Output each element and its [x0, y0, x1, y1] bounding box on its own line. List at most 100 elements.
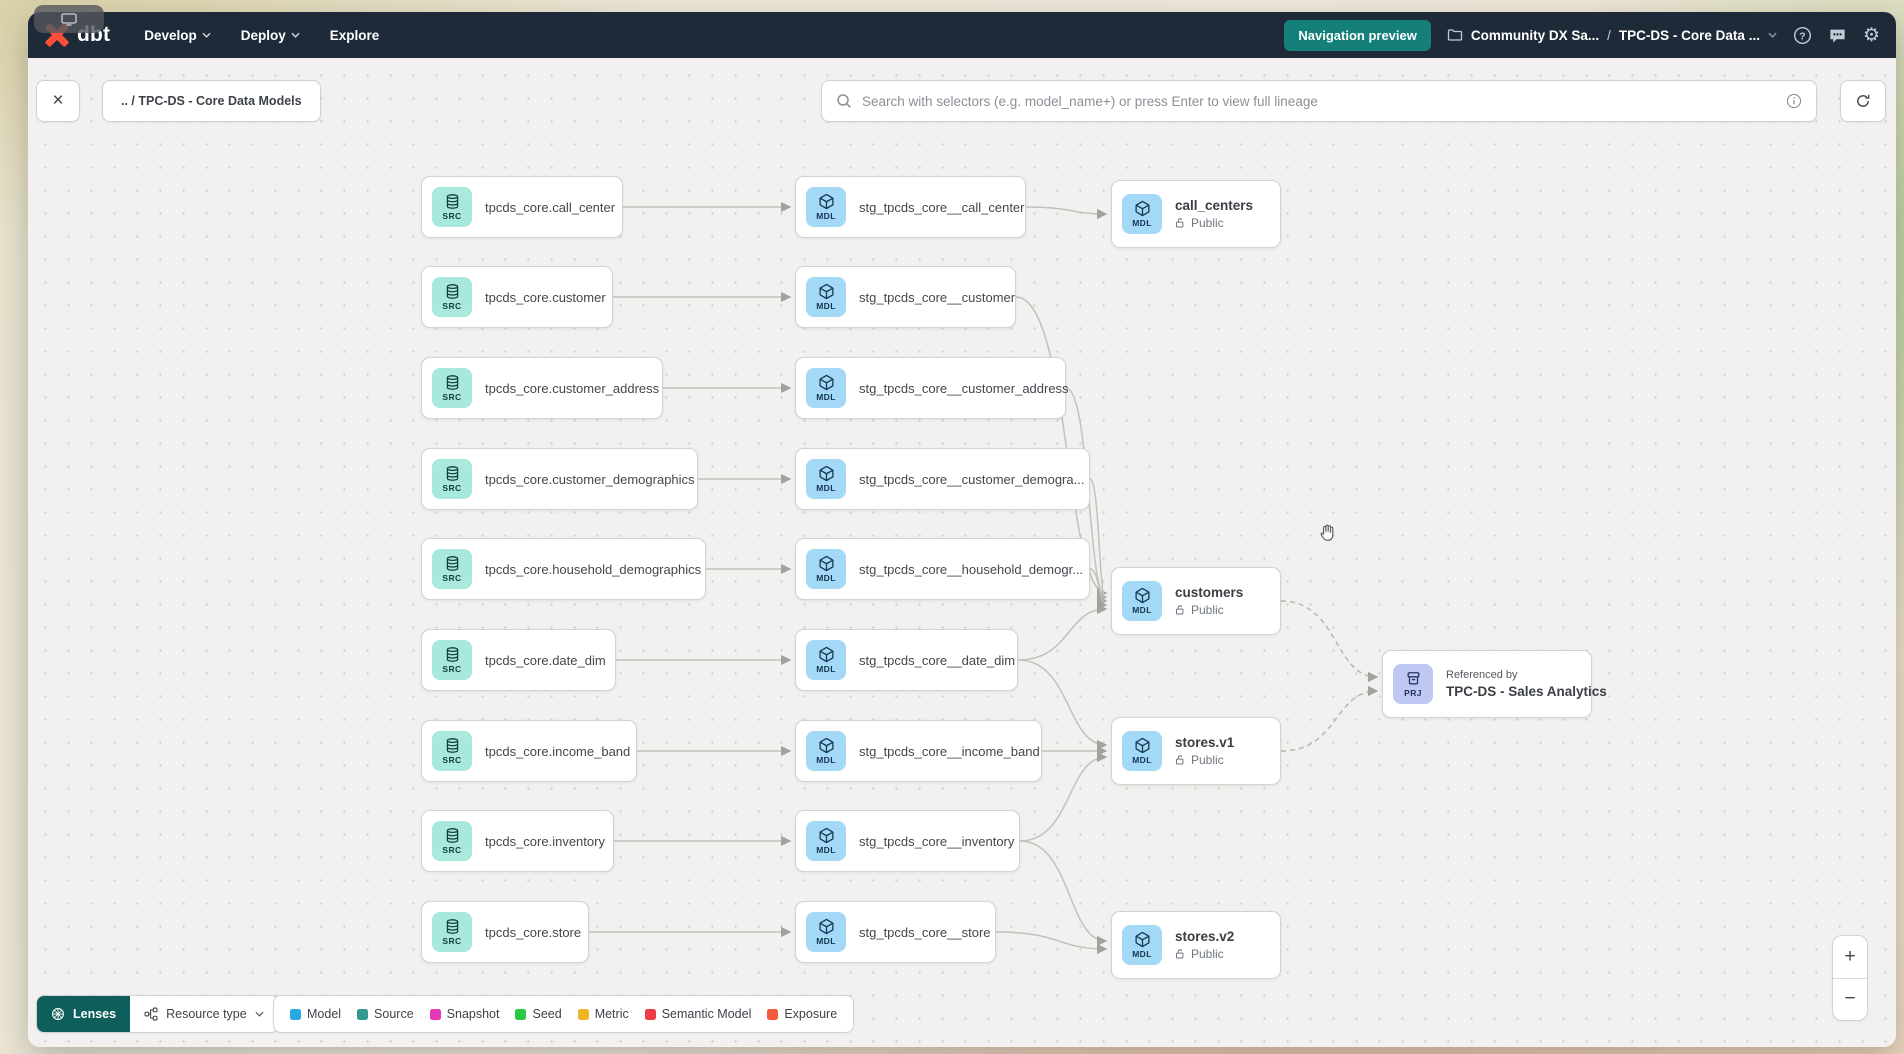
lineage-node-pub_call_centers[interactable]: MDL call_centers Public	[1111, 180, 1281, 248]
node-label: tpcds_core.inventory	[485, 833, 605, 849]
lineage-node-mdl_customer_demographics[interactable]: MDL stg_tpcds_core__customer_demogra...	[795, 448, 1090, 510]
edge-mdl_call_center-to-pub_call_centers	[1025, 206, 1108, 220]
source-badge: SRC	[432, 731, 472, 771]
lineage-node-src_store[interactable]: SRC tpcds_core.store	[421, 901, 589, 963]
lineage-node-mdl_customer[interactable]: MDL stg_tpcds_core__customer	[795, 266, 1016, 328]
model-cube-icon	[818, 193, 834, 210]
lineage-node-mdl_store[interactable]: MDL stg_tpcds_core__store	[795, 901, 996, 963]
lineage-node-src_inventory[interactable]: SRC tpcds_core.inventory	[421, 810, 614, 872]
lineage-node-mdl_date_dim[interactable]: MDL stg_tpcds_core__date_dim	[795, 629, 1018, 691]
folder-icon	[1447, 29, 1463, 41]
database-icon	[446, 284, 458, 299]
lineage-node-pub_stores_v1[interactable]: MDL stores.v1 Public	[1111, 717, 1281, 785]
lineage-edges	[589, 201, 1379, 955]
model-cube-icon	[818, 918, 834, 935]
model-cube-icon	[1134, 587, 1150, 604]
legend-swatch	[577, 1008, 589, 1020]
model-badge: MDL	[806, 640, 846, 680]
access-badge: Public	[1175, 216, 1253, 230]
database-icon	[446, 919, 458, 934]
chevron-down-icon[interactable]	[1768, 32, 1777, 38]
resource-type-icon	[144, 1007, 158, 1021]
model-badge: MDL	[806, 549, 846, 589]
lineage-node-mdl_household_demographics[interactable]: MDL stg_tpcds_core__household_demogr...	[795, 538, 1090, 600]
zoom-out-button[interactable]: −	[1844, 988, 1856, 1010]
breadcrumb-project[interactable]: TPC-DS - Core Data ...	[1618, 27, 1760, 43]
navigation-preview-button[interactable]: Navigation preview	[1284, 19, 1431, 51]
node-label: tpcds_core.customer_demographics	[485, 471, 695, 487]
close-lineage-button[interactable]: ×	[36, 80, 80, 122]
node-label: stg_tpcds_core__customer	[859, 289, 1016, 305]
nav-explore[interactable]: Explore	[329, 27, 380, 43]
lineage-node-pub_stores_v2[interactable]: MDL stores.v2 Public	[1111, 911, 1281, 979]
lineage-node-src_income_band[interactable]: SRC tpcds_core.income_band	[421, 720, 637, 782]
model-cube-icon	[818, 737, 834, 754]
lock-open-icon	[1175, 605, 1184, 615]
model-cube-icon	[818, 283, 834, 300]
model-cube-icon	[818, 465, 834, 482]
feedback-icon[interactable]	[1828, 26, 1847, 45]
info-icon[interactable]	[1786, 93, 1802, 109]
lineage-node-src_call_center[interactable]: SRC tpcds_core.call_center	[421, 176, 623, 238]
model-badge: MDL	[806, 912, 846, 952]
source-badge: SRC	[432, 912, 472, 952]
chevron-down-icon	[202, 32, 211, 38]
project-icon	[1407, 672, 1419, 685]
model-badge: MDL	[806, 277, 846, 317]
search-input[interactable]	[862, 93, 1776, 109]
help-icon[interactable]: ?	[1793, 26, 1812, 45]
node-label: tpcds_core.date_dim	[485, 652, 606, 668]
lenses-button[interactable]: Lenses	[37, 996, 131, 1032]
legend-swatch	[767, 1008, 779, 1020]
node-label: stores.v2	[1175, 929, 1235, 944]
edge-mdl_date_dim-to-pub_customers	[1017, 603, 1108, 661]
lineage-canvas[interactable]: SRC tpcds_core.call_center SRC tpcds_cor…	[28, 58, 1896, 1047]
access-badge: Public	[1175, 753, 1234, 767]
lineage-node-prj_sales[interactable]: PRJ Referenced by TPC-DS - Sales Analyti…	[1382, 650, 1607, 718]
lineage-search	[821, 80, 1817, 122]
edge-mdl_customer-to-pub_customers	[1015, 296, 1108, 599]
node-label: tpcds_core.income_band	[485, 743, 631, 759]
app-window: dbt Develop Deploy Explore Navigation pr…	[28, 12, 1896, 1047]
node-label: stores.v1	[1175, 735, 1235, 750]
nav-deploy[interactable]: Deploy	[241, 28, 300, 43]
edge-mdl_store-to-pub_stores_v2	[995, 931, 1108, 955]
lineage-node-mdl_call_center[interactable]: MDL stg_tpcds_core__call_center	[795, 176, 1026, 238]
lineage-node-src_customer[interactable]: SRC tpcds_core.customer	[421, 266, 613, 328]
lineage-breadcrumb[interactable]: .. / TPC-DS - Core Data Models	[102, 80, 321, 122]
legend-item-seed: Seed	[515, 1007, 562, 1021]
model-badge: MDL	[1122, 194, 1162, 234]
resource-type-button[interactable]: Resource type	[130, 996, 278, 1032]
node-label: stg_tpcds_core__household_demogr...	[859, 561, 1084, 577]
node-label: tpcds_core.customer	[485, 289, 606, 305]
edge-mdl_date_dim-to-pub_stores_v1	[1017, 659, 1108, 751]
model-badge: MDL	[1122, 581, 1162, 621]
nav-develop[interactable]: Develop	[144, 28, 211, 43]
lineage-node-src_customer_demographics[interactable]: SRC tpcds_core.customer_demographics	[421, 448, 698, 510]
zoom-in-button[interactable]: +	[1833, 936, 1867, 979]
model-badge: MDL	[806, 187, 846, 227]
lineage-node-mdl_income_band[interactable]: MDL stg_tpcds_core__income_band	[795, 720, 1042, 782]
refresh-button[interactable]	[1840, 80, 1886, 122]
legend-item-metric: Metric	[577, 1007, 629, 1021]
lineage-node-pub_customers[interactable]: MDL customers Public	[1111, 567, 1281, 635]
edge-mdl_customer_demographics-to-pub_customers	[1089, 478, 1108, 607]
lineage-node-mdl_inventory[interactable]: MDL stg_tpcds_core__inventory	[795, 810, 1020, 872]
legend-swatch	[644, 1008, 656, 1020]
lock-open-icon	[1175, 218, 1184, 228]
lineage-node-src_household_demographics[interactable]: SRC tpcds_core.household_demographics	[421, 538, 706, 600]
lens-icon	[52, 1008, 64, 1020]
lineage-node-src_date_dim[interactable]: SRC tpcds_core.date_dim	[421, 629, 616, 691]
lineage-node-src_customer_address[interactable]: SRC tpcds_core.customer_address	[421, 357, 663, 419]
breadcrumb-account[interactable]: Community DX Sa...	[1470, 27, 1600, 43]
zoom-controls: + −	[1832, 935, 1868, 1021]
source-badge: SRC	[432, 368, 472, 408]
lineage-node-mdl_customer_address[interactable]: MDL stg_tpcds_core__customer_address	[795, 357, 1069, 419]
node-label: tpcds_core.store	[485, 924, 582, 940]
source-badge: SRC	[432, 277, 472, 317]
search-icon	[837, 94, 851, 108]
screen-share-indicator	[34, 5, 104, 33]
chevron-down-icon	[291, 32, 300, 38]
settings-icon[interactable]: ⚙	[1862, 24, 1880, 46]
